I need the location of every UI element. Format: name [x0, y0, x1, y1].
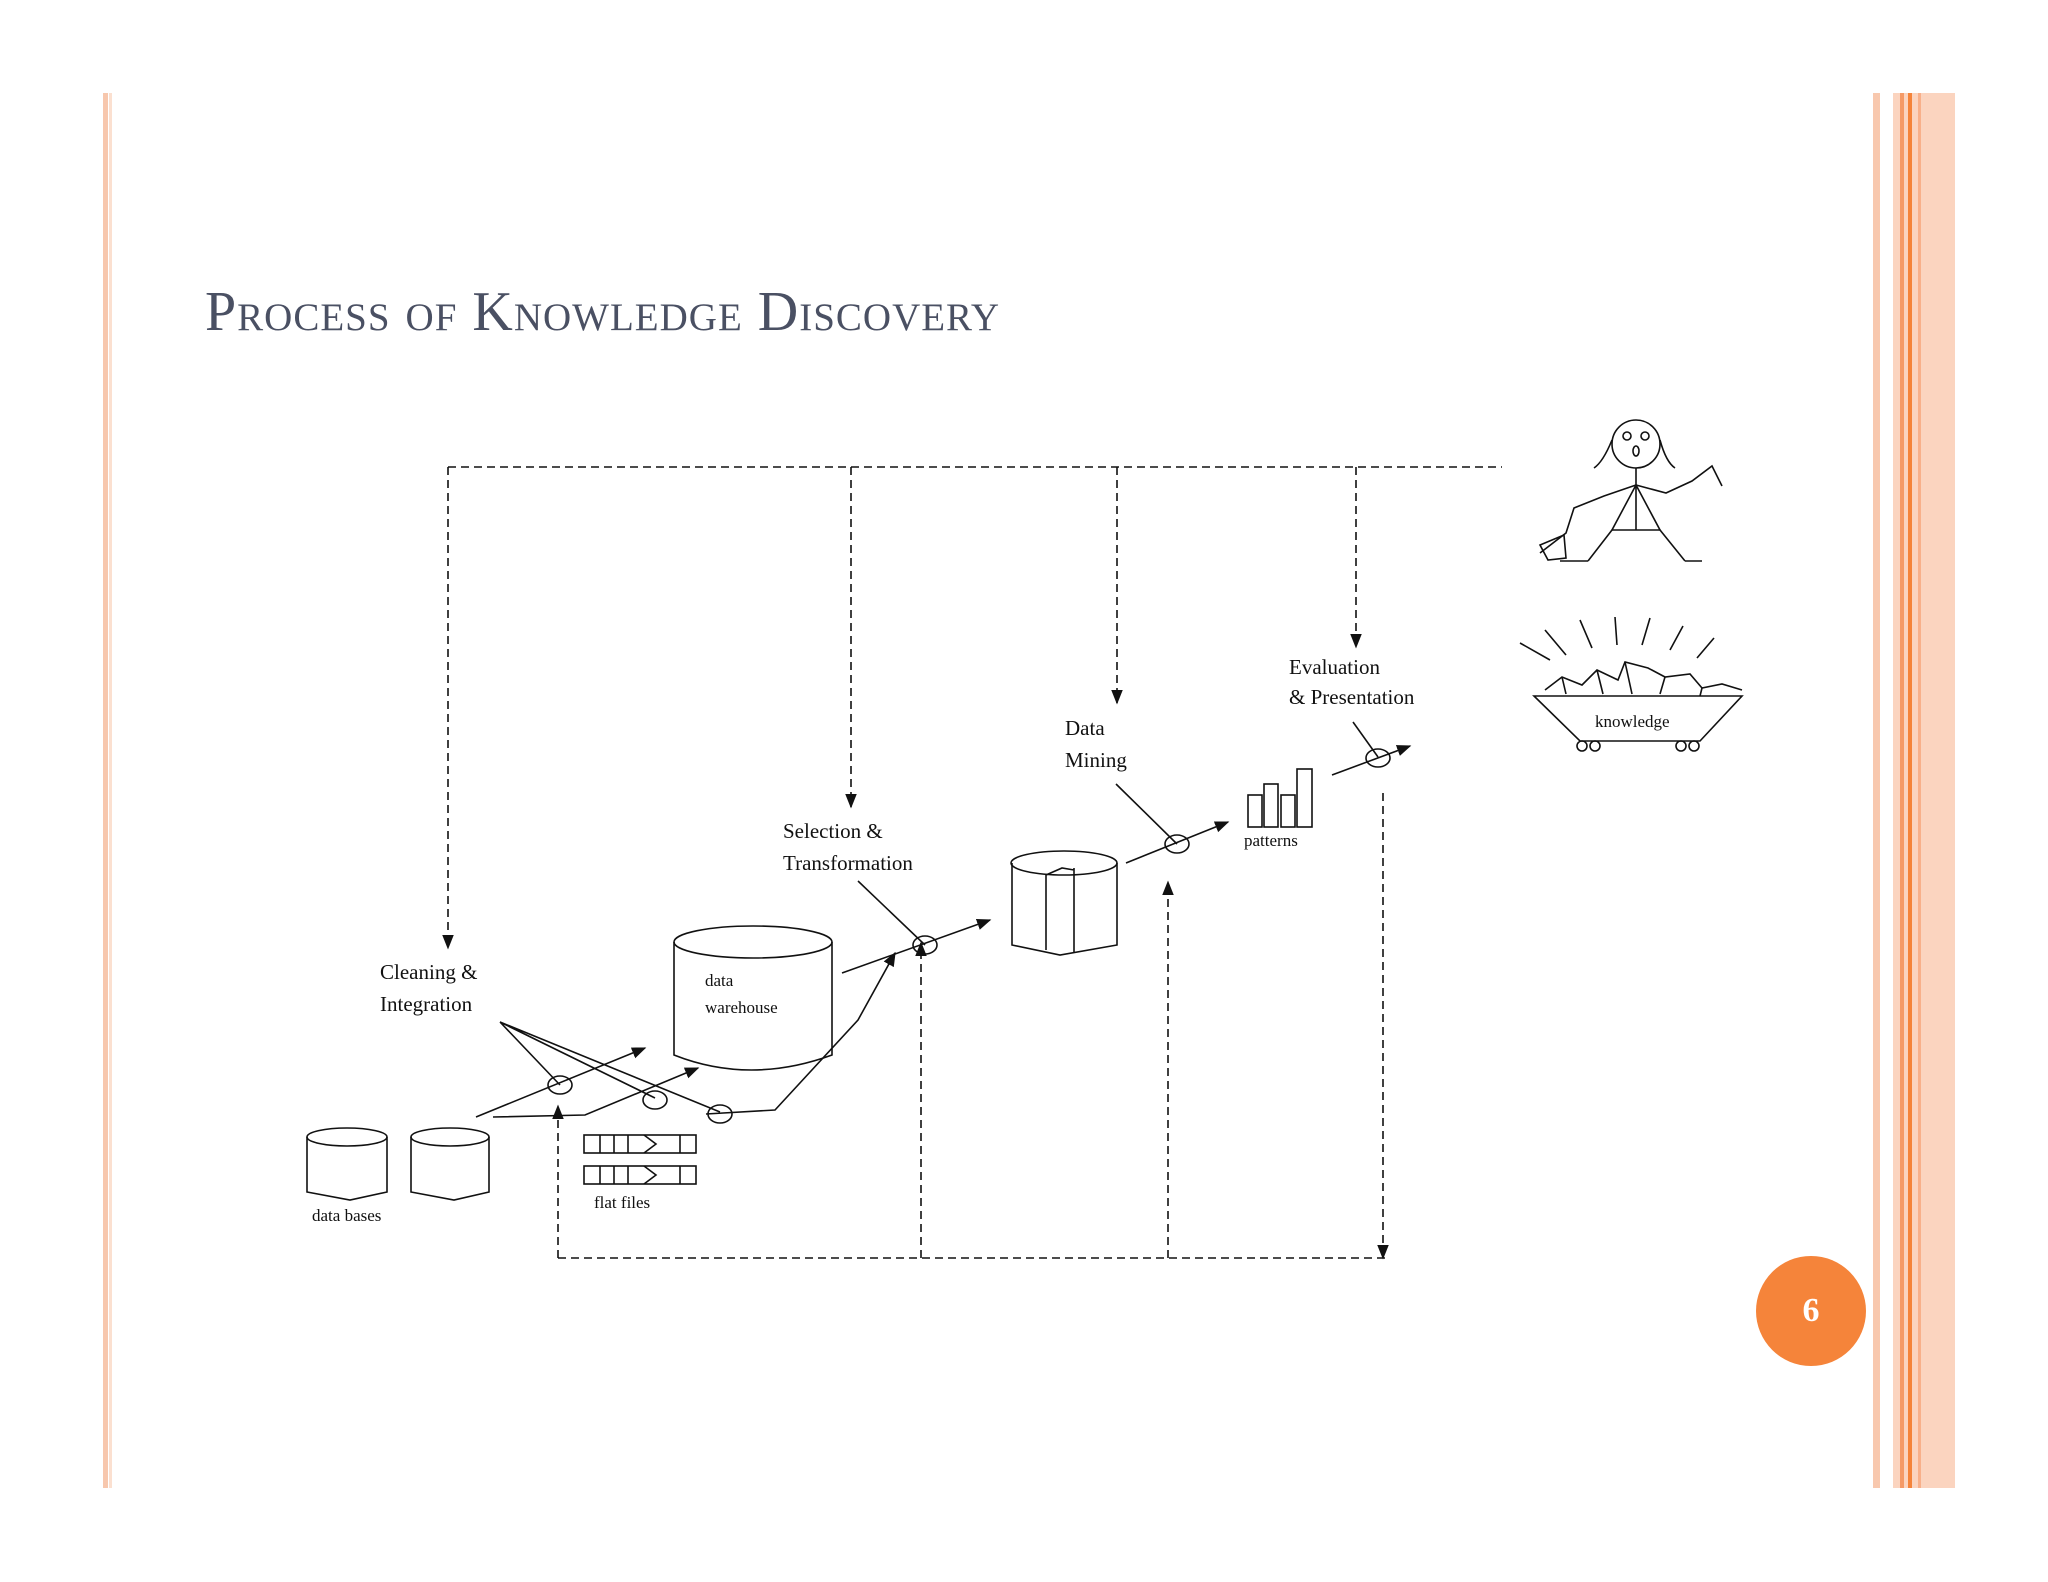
- cleaning-label-1: Cleaning &: [380, 960, 477, 984]
- slide-title: Process of Knowledge Discovery: [205, 281, 1001, 343]
- warehouse-label-1: data: [705, 971, 734, 990]
- feedback-bottom-line: [552, 793, 1390, 1260]
- database-icon: [306, 1127, 490, 1201]
- knowledge-label: knowledge: [1595, 712, 1670, 731]
- data-mining-label-1: Data: [1065, 716, 1105, 740]
- right-stripe-3: [1900, 93, 1904, 1488]
- feedback-top-line: [442, 466, 1502, 950]
- person-icon: [1538, 419, 1723, 562]
- warehouse-label-2: warehouse: [705, 998, 778, 1017]
- right-stripe-1: [1873, 93, 1880, 1488]
- flat-files-label: flat files: [594, 1193, 650, 1212]
- transformed-data-icon: [1010, 850, 1118, 956]
- data-mining-arrow: [1115, 783, 1230, 864]
- transformation-arrow: [841, 880, 992, 974]
- integration-arrows: [475, 951, 896, 1124]
- flat-files-icon: [583, 1134, 697, 1185]
- right-stripe-5: [1918, 93, 1921, 1488]
- page-number-badge: 6: [1756, 1256, 1866, 1366]
- evaluation-arrow: [1331, 721, 1412, 776]
- right-stripe-4: [1908, 93, 1912, 1488]
- cleaning-label-2: Integration: [380, 992, 473, 1016]
- data-warehouse-icon: [673, 925, 833, 1071]
- selection-label-2: Transformation: [783, 851, 913, 875]
- data-mining-label-2: Mining: [1065, 748, 1127, 772]
- evaluation-label-2: & Presentation: [1289, 685, 1415, 709]
- selection-label-1: Selection &: [783, 819, 883, 843]
- knowledge-cart-icon: [1519, 616, 1744, 752]
- bar-chart-icon: [1247, 768, 1313, 828]
- left-stripe-inner: [109, 93, 112, 1488]
- evaluation-label-1: Evaluation: [1289, 655, 1380, 679]
- data-bases-label: data bases: [312, 1206, 381, 1225]
- left-stripe-outer: [103, 93, 108, 1488]
- patterns-label: patterns: [1244, 831, 1298, 850]
